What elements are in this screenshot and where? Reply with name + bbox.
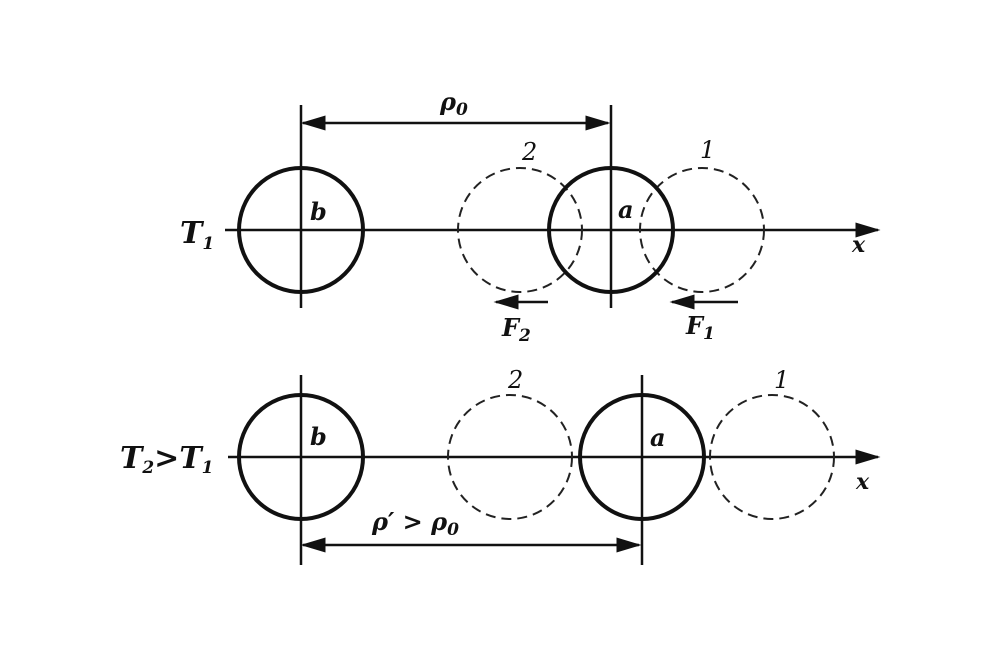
top-atom-b-label: b: [310, 197, 327, 226]
top-temperature-label: T1: [180, 216, 214, 254]
top-position-2-label: 2: [521, 138, 537, 166]
top-x-axis-label: x: [851, 232, 866, 258]
top-force-2-label: F2: [501, 313, 531, 346]
top-position-2-circle: [457, 167, 583, 293]
top-distance-label: ρ0: [439, 87, 468, 120]
top-position-1-circle: [639, 167, 765, 293]
top-position-1-label: 1: [700, 136, 715, 164]
bottom-position-2-circle: [447, 394, 573, 520]
top-force-1-label: F1: [685, 311, 715, 344]
top-panel: x T1 b ρ0 2 1 a F2 F1: [180, 87, 881, 346]
bottom-distance-label: ρ′ > ρ0: [371, 507, 459, 540]
bottom-position-1-label: 1: [774, 366, 789, 394]
bottom-atom-a-label: a: [650, 423, 666, 452]
bottom-x-axis-label: x: [855, 469, 870, 495]
bottom-panel: x T2>T1 b 2 a 1 ρ′ > ρ0: [120, 366, 881, 565]
bottom-position-2-label: 2: [507, 366, 523, 394]
top-atom-a-label: a: [618, 195, 634, 224]
bottom-atom-b-label: b: [310, 422, 327, 451]
bottom-temperature-label: T2>T1: [120, 441, 213, 478]
bottom-position-1-circle: [709, 394, 835, 520]
